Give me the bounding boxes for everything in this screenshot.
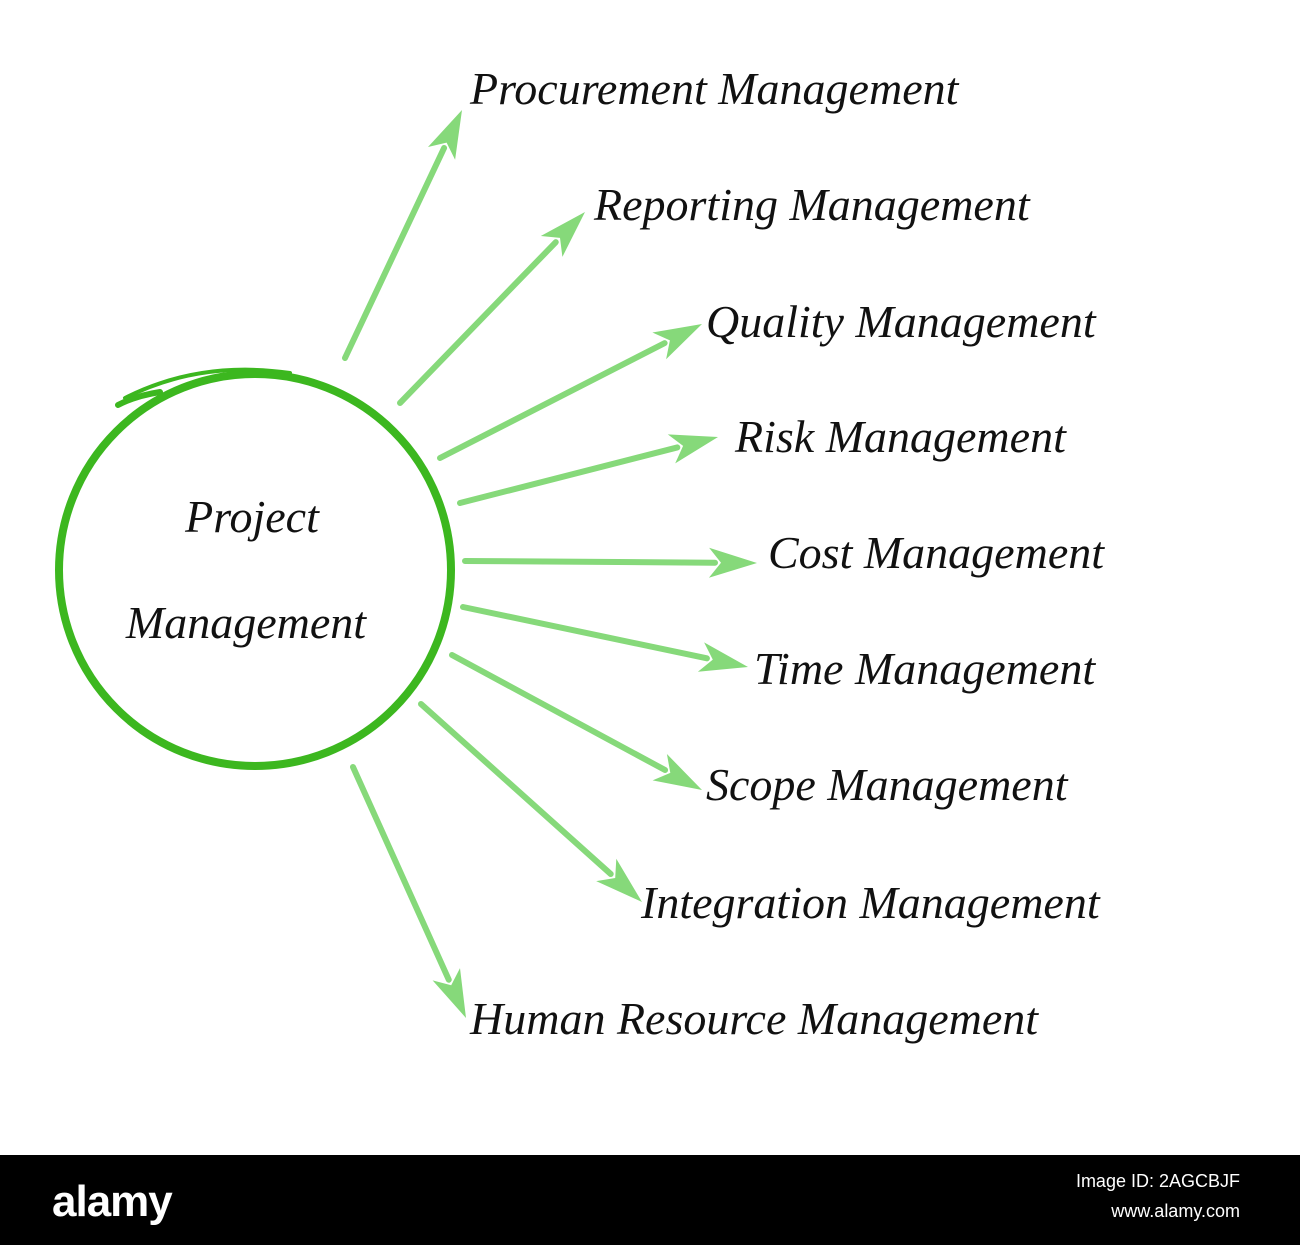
arrow-risk-shaft bbox=[457, 444, 681, 506]
arrow-risk bbox=[457, 434, 718, 506]
footer-bar: alamy Image ID: 2AGCBJF www.alamy.com bbox=[0, 1155, 1300, 1245]
arrow-quality-shaft bbox=[437, 340, 668, 461]
arrow-quality-head bbox=[652, 324, 702, 360]
arrow-human-resource-shaft bbox=[350, 764, 452, 983]
branch-label-risk: Risk Management bbox=[735, 411, 1066, 462]
arrow-human-resource bbox=[350, 764, 466, 1018]
arrow-procurement-shaft bbox=[342, 144, 448, 361]
arrow-time-head bbox=[697, 642, 748, 672]
branch-label-time: Time Management bbox=[754, 643, 1096, 694]
arrow-scope bbox=[449, 652, 702, 790]
diagram-canvas bbox=[55, 110, 757, 1018]
branch-label-quality: Quality Management bbox=[706, 296, 1096, 347]
branch-label-procurement: Procurement Management bbox=[470, 63, 959, 114]
footer-url: www.alamy.com bbox=[1111, 1201, 1240, 1221]
arrow-risk-head bbox=[667, 434, 718, 464]
footer-logo: alamy bbox=[52, 1177, 173, 1226]
arrow-reporting-head bbox=[540, 212, 585, 257]
arrow-integration-head bbox=[596, 858, 642, 902]
arrow-procurement-head bbox=[428, 110, 462, 160]
center-title-line2: Management bbox=[125, 597, 367, 648]
branch-label-integration: Integration Management bbox=[641, 877, 1100, 928]
arrow-scope-head bbox=[652, 754, 702, 790]
branch-label-human-resource: Human Resource Management bbox=[470, 993, 1039, 1044]
arrow-cost-head bbox=[708, 547, 757, 578]
arrow-time-shaft bbox=[460, 604, 710, 662]
arrow-reporting-shaft bbox=[397, 239, 559, 406]
branch-label-cost: Cost Management bbox=[768, 527, 1105, 578]
branch-label-reporting: Reporting Management bbox=[594, 179, 1030, 230]
arrow-procurement bbox=[342, 110, 462, 361]
arrow-cost-shaft bbox=[462, 558, 719, 566]
branch-label-scope: Scope Management bbox=[706, 759, 1068, 810]
arrow-quality bbox=[437, 324, 702, 461]
diagram: Project Management Procurement Managemen… bbox=[55, 63, 1105, 1044]
footer-image-id: Image ID: 2AGCBJF bbox=[1075, 1171, 1240, 1191]
arrow-cost bbox=[462, 547, 757, 578]
arrow-integration-shaft bbox=[418, 701, 614, 877]
arrow-human-resource-head bbox=[432, 968, 466, 1018]
center-circle bbox=[55, 367, 455, 770]
arrows-group bbox=[342, 110, 757, 1018]
arrow-time bbox=[460, 604, 748, 672]
arrow-integration bbox=[418, 701, 642, 902]
arrow-scope-shaft bbox=[449, 652, 669, 774]
arrow-reporting bbox=[397, 212, 585, 406]
center-title-line1: Project bbox=[185, 491, 319, 542]
